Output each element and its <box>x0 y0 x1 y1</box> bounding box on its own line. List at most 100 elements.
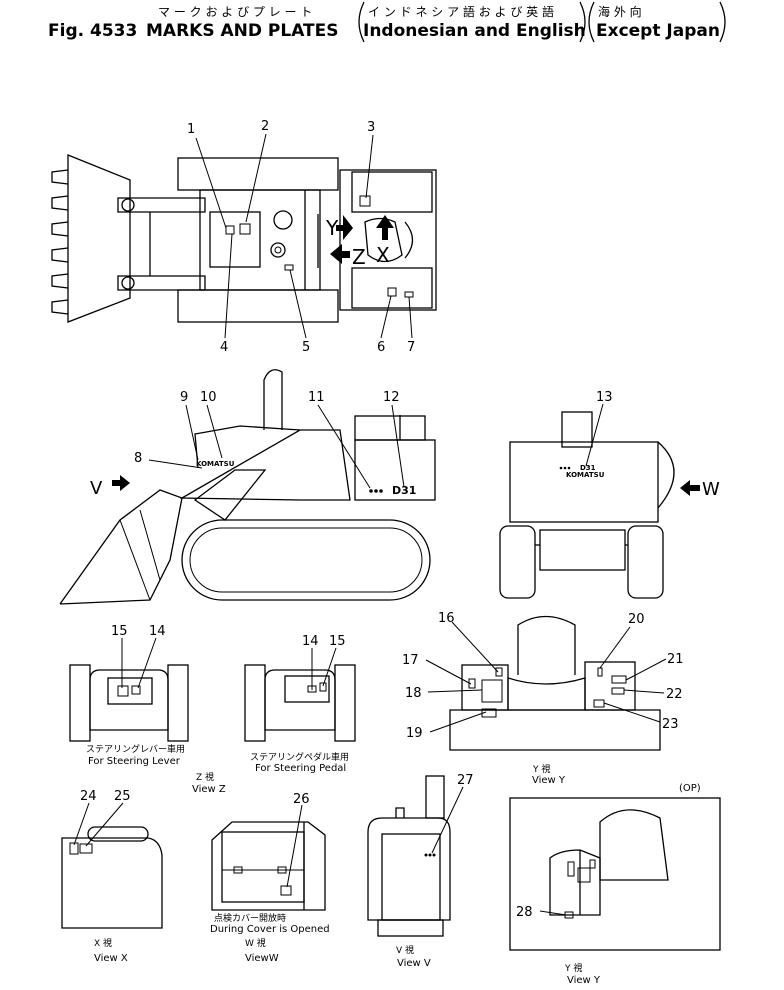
v-exhaust-stack <box>425 775 445 819</box>
loader-arm <box>179 429 351 501</box>
title-japanese: マ ー ク お よ び プ レ ー ト <box>158 5 312 19</box>
view-x: X 視 View X <box>61 826 163 964</box>
v-front-panel <box>381 833 441 921</box>
caption-steer-pedal-en: For Steering Pedal <box>255 763 346 774</box>
callout-13: 13 <box>596 390 613 405</box>
view-z-letter: Z <box>352 245 366 269</box>
leader-lines <box>73 133 667 916</box>
callout-26: 26 <box>293 792 310 807</box>
caption-steer-pedal-jp: ステアリングペダル車用 <box>250 751 349 763</box>
y-floor-panel <box>449 709 661 751</box>
paren-open-1 <box>358 1 365 43</box>
callout-18: 18 <box>405 686 422 701</box>
view-z-label-en: View Z <box>192 784 226 795</box>
callout-27: 27 <box>457 773 474 788</box>
op-view-frame <box>509 797 721 951</box>
callout-28: 28 <box>516 905 533 920</box>
side-bucket <box>59 489 183 605</box>
caption-steer-lever-en: For Steering Lever <box>88 756 181 767</box>
view-v-arrow-icon <box>112 475 130 491</box>
rear-body <box>509 441 659 523</box>
callout-6: 6 <box>377 340 385 355</box>
callout-25: 25 <box>114 789 131 804</box>
figure-number: Fig. 4533 <box>48 21 137 41</box>
view-z-label-jp: Z 視 <box>196 771 214 783</box>
caption-cover-en: During Cover is Opened <box>210 924 330 935</box>
z-lever-panel <box>89 669 169 731</box>
op-label: (OP) <box>679 783 701 794</box>
seat <box>364 217 403 263</box>
y-seat-cushion <box>507 677 586 711</box>
callout-16: 16 <box>438 611 455 626</box>
z-lever-post-right <box>167 664 189 742</box>
view-x-label-jp: X 視 <box>94 937 112 949</box>
view-z-pedal: ステアリングペダル車用 For Steering Pedal <box>244 664 356 774</box>
figure-title: MARKS AND PLATES <box>146 21 339 41</box>
track-upper <box>177 157 339 191</box>
rear-seat-back <box>561 411 593 448</box>
view-v-label-jp: V 視 <box>396 944 414 956</box>
view-x-arrow-icon <box>376 215 394 240</box>
paren-close-1 <box>579 1 586 43</box>
z-pedal-post-right <box>334 664 356 742</box>
callout-22: 22 <box>666 687 683 702</box>
paren-close-2 <box>719 1 726 43</box>
view-v-label-en: View V <box>397 958 431 969</box>
view-v: V 視 View V <box>367 775 451 969</box>
callout-3: 3 <box>367 120 375 135</box>
callout-17: 17 <box>402 653 419 668</box>
view-y-op: (OP) Y 視 View Y <box>509 783 721 986</box>
view-y: Y 視 View Y <box>449 615 661 786</box>
callout-24: 24 <box>80 789 97 804</box>
title-japanese-language: イ ン ド ネ シ ア 語 お よ び 英 語 <box>368 4 554 19</box>
op-console <box>549 849 601 916</box>
side-track <box>181 519 431 601</box>
op-seat-back <box>599 809 669 881</box>
view-y2-label-en: View Y <box>567 975 601 986</box>
callout-8: 8 <box>134 451 142 466</box>
x-fuel-tank <box>61 837 163 929</box>
view-y-letter: Y <box>325 216 339 240</box>
view-w: 点検カバー開放時 During Cover is Opened W 視 View… <box>210 821 330 964</box>
view-z-arrow-icon <box>330 244 350 264</box>
engine-hood <box>199 189 321 291</box>
top-view: Y Z X <box>51 154 437 323</box>
view-x-letter: X <box>376 243 390 267</box>
rear-model-mark: D31 <box>580 464 596 472</box>
callout-4: 4 <box>220 340 228 355</box>
z-lever-post-left <box>69 664 91 742</box>
view-x-label-en: View X <box>94 953 128 964</box>
callout-14: 14 <box>149 624 166 639</box>
callout-9: 9 <box>180 390 188 405</box>
hood-brand-mark: KOMATSU <box>196 460 235 468</box>
w-cover-body <box>211 821 326 911</box>
callout-14-pedal: 14 <box>302 634 319 649</box>
view-y-arrow-icon <box>336 215 353 240</box>
callout-20: 20 <box>628 612 645 627</box>
view-v-letter: V <box>90 478 103 499</box>
callout-1: 1 <box>187 122 195 137</box>
header: マ ー ク お よ び プ レ ー ト イ ン ド ネ シ ア 語 お よ び … <box>48 1 726 43</box>
view-y2-label-jp: Y 視 <box>564 962 582 974</box>
caption-steer-lever-jp: ステアリングレバー車用 <box>86 743 185 755</box>
v-front-body <box>367 817 451 921</box>
y-right-console <box>584 661 636 711</box>
blade <box>67 154 131 323</box>
bucket-teeth <box>51 169 69 315</box>
z-pedal-panel <box>264 669 336 731</box>
side-view: KOMATSU D31 V <box>59 369 436 605</box>
view-w-label-jp: W 視 <box>245 937 266 949</box>
callout-19: 19 <box>406 726 423 741</box>
callout-numbers: 1 2 3 4 5 6 7 8 9 10 11 12 13 14 15 14 1… <box>80 119 684 920</box>
title-japanese-region: 海 外 向 <box>598 4 642 19</box>
rear-brand-mark: KOMATSU <box>566 471 605 479</box>
callout-23: 23 <box>662 717 679 732</box>
callout-21: 21 <box>667 652 684 667</box>
figure-language: Indonesian and English <box>363 21 586 41</box>
view-w-label-en: ViewW <box>245 953 279 964</box>
rear-track-right <box>627 525 664 599</box>
callout-15: 15 <box>111 624 128 639</box>
view-y-label-jp: Y 視 <box>532 763 550 775</box>
y-seat-back <box>517 615 576 675</box>
